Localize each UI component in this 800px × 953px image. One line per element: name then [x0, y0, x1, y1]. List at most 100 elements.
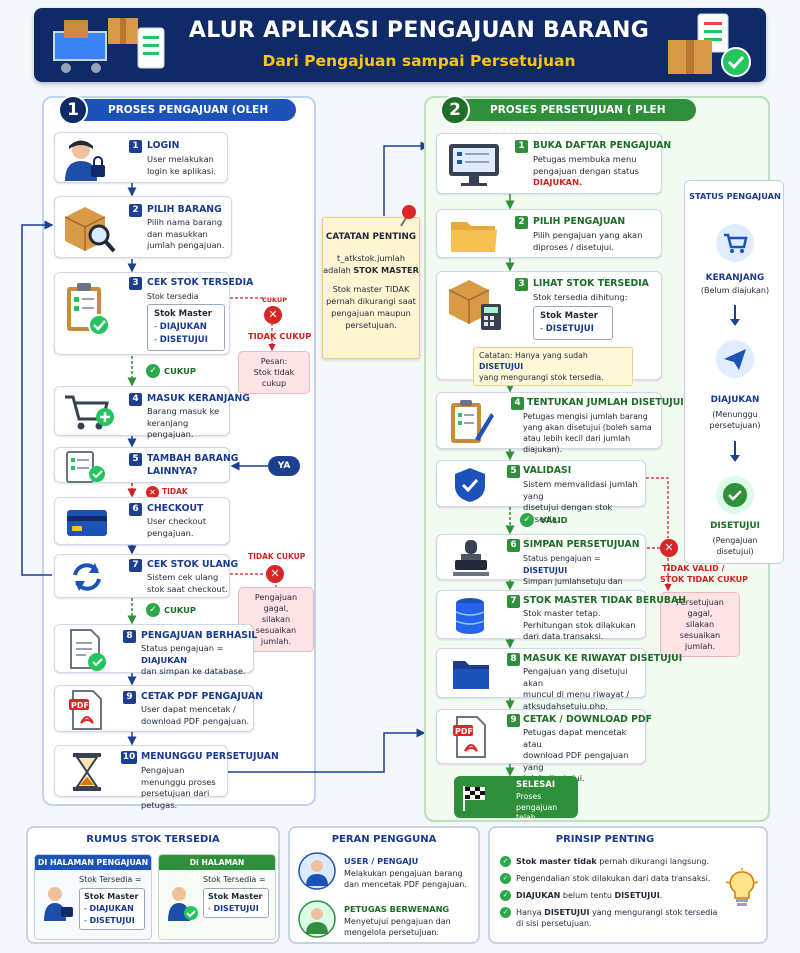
prinsip-penting-box: PRINSIP PENTING ✓Stok master tidak perna… [488, 826, 768, 944]
step-number: 4 [511, 397, 524, 410]
check-circle-icon [716, 476, 754, 514]
svg-text:PDF: PDF [71, 701, 89, 710]
refresh-icon [73, 563, 101, 591]
label-valid: VALID [540, 515, 568, 525]
role-user: USER / PENGAJU [344, 856, 419, 866]
pdf-icon: PDF [69, 690, 102, 730]
hourglass-icon [73, 753, 101, 791]
page-title: ALUR APLIKASI PENGAJUAN BARANG [188, 18, 650, 43]
note-catatan-disetujui: Catatan: Hanya yang sudah DISETUJUI yang… [473, 347, 633, 386]
step-number: 2 [129, 204, 142, 217]
prinsip-list: ✓Stok master tidak pernah dikurangi lang… [500, 856, 720, 929]
lightbulb-icon [725, 868, 759, 906]
selesai-title: SELESAI [516, 780, 556, 790]
svg-text:PDF: PDF [455, 727, 473, 736]
step-title: PENGAJUAN BERHASIL [141, 630, 258, 641]
user-check-icon [168, 887, 198, 921]
status-diajukan: DIAJUKAN [710, 395, 760, 405]
step-number: 2 [515, 216, 528, 229]
status-keranjang: KERANJANG [705, 273, 765, 283]
label-tidak-valid: TIDAK VALID / [662, 564, 725, 573]
step-desc: User dapat mencetak /download PDF pengaj… [141, 704, 250, 726]
step-number: 6 [507, 539, 520, 552]
right-step-4-tentukan-jumlah: 4 TENTUKAN JUMLAH DISETUJUI Petugas meng… [436, 392, 684, 454]
step-number: 8 [123, 630, 136, 643]
label-cukup: CUKUP [164, 366, 196, 376]
shield-check-icon [455, 468, 485, 502]
cart-add-icon [65, 395, 114, 430]
step-number: 9 [507, 714, 520, 727]
left-step-8-berhasil: 8 PENGAJUAN BERHASIL Status pengajuan = … [54, 624, 258, 676]
check-icon: ✓ [146, 364, 160, 378]
catatan-title: CATATAN PENTING [325, 232, 417, 242]
prinsip-item: ✓DIAJUKAN belum tentu DISETUJUI. [500, 890, 720, 901]
document-check-icon [70, 629, 106, 671]
step-title: CETAK / DOWNLOAD PDF [523, 714, 652, 725]
officer-avatar-icon [298, 900, 336, 938]
prinsip-item: ✓Hanya DISETUJUI yang mengurangi stok te… [500, 907, 720, 929]
step-desc: Stok master tetap.Perhitungan stok dilak… [523, 608, 636, 641]
step-title: MASUK KERANJANG [147, 393, 250, 404]
step-title: CEK STOK TERSEDIA [147, 277, 254, 288]
prinsip-item: ✓Pengendalian stok dilakukan dari data t… [500, 873, 720, 884]
step-number: 8 [507, 653, 520, 666]
left-step-9-cetak-pdf: PDF 9 CETAK PDF PENGAJUAN User dapat men… [54, 685, 263, 732]
right-step-6-simpan: 6 SIMPAN PERSETUJUAN Status pengajuan = … [436, 534, 646, 598]
step-title: CEK STOK ULANG [147, 559, 239, 570]
monitor-icon [449, 144, 499, 186]
step-number: 9 [123, 691, 136, 704]
step-number: 1 [515, 140, 528, 153]
finish-flag-icon [463, 786, 485, 811]
step-title: CHECKOUT [147, 503, 204, 514]
right-step-3-lihat-stok: 3 LIHAT STOK TERSEDIA Stok tersedia dihi… [436, 271, 662, 386]
step-title: MENUNGGU PERSETUJUAN [141, 751, 279, 762]
step-number: 7 [507, 595, 520, 608]
credit-card-icon [67, 510, 107, 536]
label-cukup-2: CUKUP [164, 605, 196, 615]
right-step-2-pilih: 2 PILIH PENGAJUAN Pilih pengajuan yang a… [436, 209, 662, 258]
step-title: STOK MASTER TIDAK BERUBAH [523, 595, 686, 606]
step-number: 5 [129, 453, 142, 466]
note-stok-tidak-cukup: Pesan:Stok tidak cukup [238, 351, 310, 394]
check-icon: ✓ [520, 513, 534, 527]
send-icon [716, 340, 754, 378]
catatan-body: t_atkstok.jumlah adalah STOK MASTER Stok… [323, 253, 419, 330]
right-step-9-cetak-pdf: PDF 9 CETAK / DOWNLOAD PDF Petugas dapat… [436, 709, 652, 783]
status-arrow-head [730, 319, 740, 326]
left-step-10-menunggu: 10 MENUNGGU PERSETUJUAN Pengajuan menung… [54, 745, 279, 810]
step-title: PILIH BARANG [147, 204, 222, 215]
label-tidak-cukup-2: TIDAK CUKUP [248, 552, 306, 561]
check-icon: ✓ [146, 603, 160, 617]
step-title: LOGIN [147, 140, 180, 151]
database-icon [455, 598, 485, 634]
rumus-title: RUMUS STOK TERSEDIA [86, 834, 220, 845]
peran-pengguna-box: PERAN PENGGUNA USER / PENGAJU Melakukan … [288, 826, 480, 944]
label-cukup-small: CUKUP [262, 296, 288, 304]
clipboard-pen-icon [451, 400, 494, 443]
label-tidak-cukup: TIDAK CUKUP [248, 331, 312, 341]
rumus-stok-box: RUMUS STOK TERSEDIA DI HALAMAN PENGAJUAN… [26, 826, 280, 944]
step-title: PILIH PENGAJUAN [533, 216, 626, 227]
left-step-5-tambah: 5 TAMBAH BARANG LAINNYA? [54, 447, 238, 483]
user-lock-icon [65, 140, 105, 181]
step-number: 3 [515, 278, 528, 291]
folder-icon [451, 222, 497, 252]
user-lock-icon [44, 887, 73, 921]
